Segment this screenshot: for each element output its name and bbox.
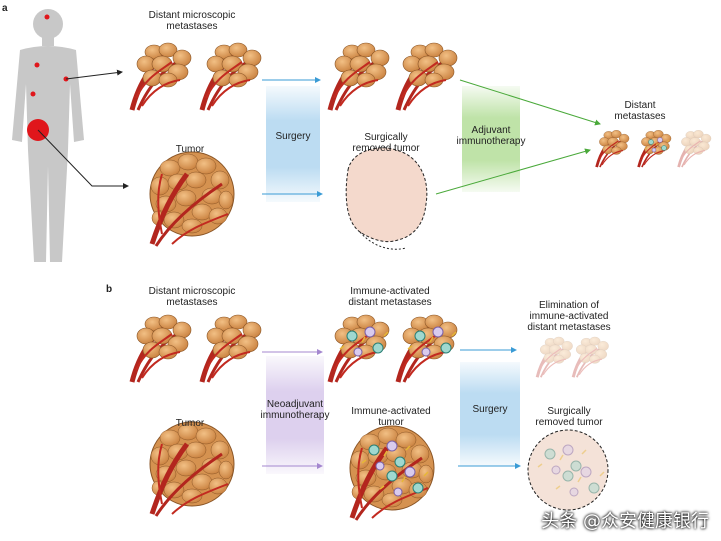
removed-tumor — [345, 147, 428, 250]
arrow-body-to-tumor — [37, 129, 129, 189]
arrow-body-to-metastases — [65, 69, 123, 80]
surgery-box — [266, 86, 320, 202]
human-body-figure — [12, 9, 84, 262]
neoadjuvant-box — [266, 356, 324, 474]
metastasis-cluster — [202, 43, 261, 110]
eliminated-metastasis — [571, 335, 611, 379]
arrow-adjuvant-bottom — [435, 148, 591, 195]
label-tumor-a: Tumor — [175, 144, 205, 155]
metastasis-cluster — [595, 128, 631, 169]
label-surgery-a: Surgery — [275, 131, 311, 142]
removed-immune-tumor — [527, 429, 609, 511]
label-immune-distant: Immune-activated distant metastases — [348, 286, 432, 308]
label-adjuvant: Adjuvant immunotherapy — [456, 125, 526, 147]
label-elimination: Elimination of immune-activated distant … — [527, 300, 611, 333]
label-distant-metastases: Distant metastases — [614, 100, 666, 122]
metastasis-cluster — [132, 43, 191, 110]
label-tumor-b: Tumor — [175, 418, 205, 429]
metastasis-cluster — [132, 315, 191, 382]
panel-label-b: b — [106, 284, 113, 295]
metastasis-cluster — [330, 43, 389, 110]
eliminated-metastasis — [535, 335, 575, 379]
metastasis-cluster — [398, 43, 457, 110]
metastasis-cluster — [202, 315, 261, 382]
adjuvant-box — [462, 86, 520, 192]
primary-tumor — [150, 152, 234, 246]
surgery-box — [460, 362, 520, 466]
label-removed-tumor-a: Surgically removed tumor — [352, 132, 420, 154]
panel-label-a: a — [2, 3, 8, 14]
label-surgery-b: Surgery — [472, 404, 508, 415]
label-distant-micro-b: Distant microscopic metastases — [148, 286, 236, 308]
panel-a — [132, 43, 713, 250]
metastasis-cluster-faded — [677, 128, 713, 169]
watermark: 头条 @众安健康银行 — [541, 511, 709, 532]
label-distant-micro-a: Distant microscopic metastases — [148, 10, 236, 32]
label-neoadjuvant: Neoadjuvant immunotherapy — [260, 399, 330, 421]
label-removed-tumor-b: Surgically removed tumor — [535, 406, 603, 428]
arrow-adjuvant-top — [459, 79, 601, 126]
panel-b — [132, 315, 611, 520]
label-immune-tumor: Immune-activated tumor — [351, 406, 431, 428]
primary-tumor — [150, 422, 234, 516]
